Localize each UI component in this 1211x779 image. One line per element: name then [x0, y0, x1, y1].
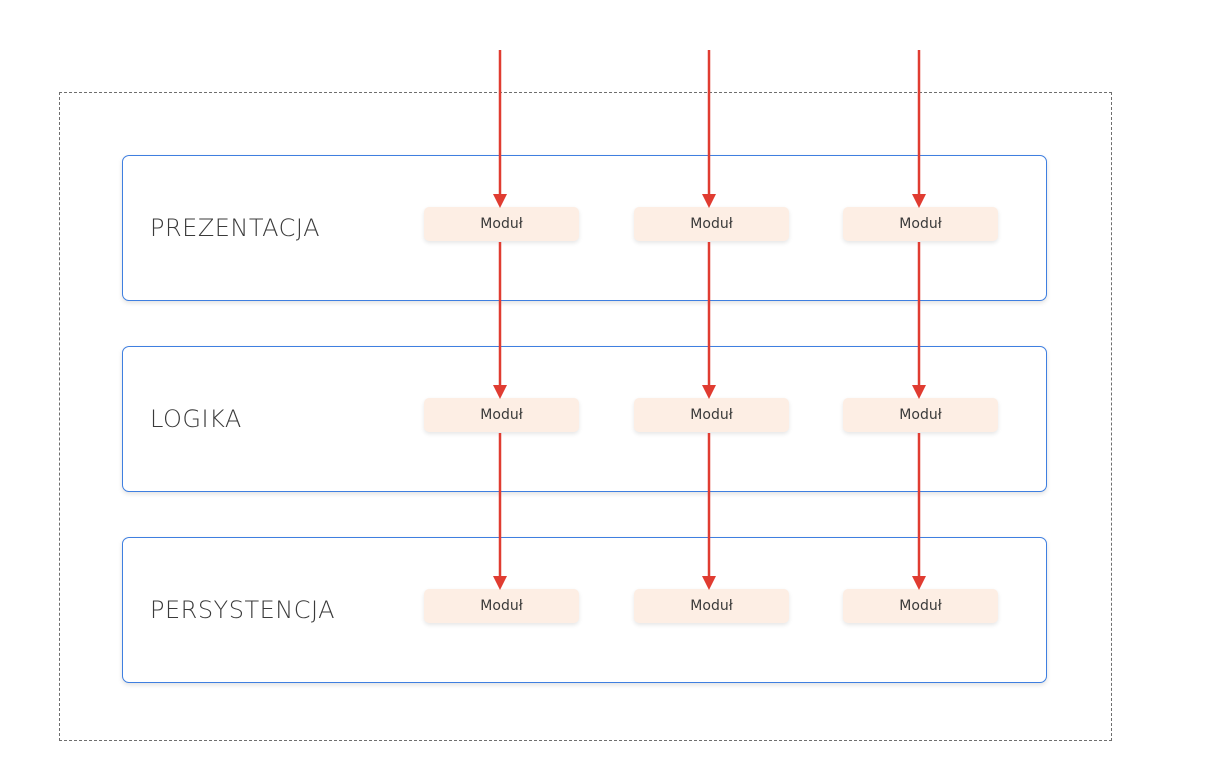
layer-label: LOGIKA	[150, 405, 242, 433]
layer-prezentacja: PREZENTACJA Moduł Moduł Moduł	[122, 155, 1047, 301]
module-box: Moduł	[843, 207, 998, 241]
module-box: Moduł	[424, 398, 579, 432]
layer-logika: LOGIKA Moduł Moduł Moduł	[122, 346, 1047, 492]
module-box: Moduł	[634, 207, 789, 241]
layer-label: PERSYSTENCJA	[150, 596, 336, 624]
module-box: Moduł	[634, 589, 789, 623]
module-box: Moduł	[634, 398, 789, 432]
layer-persystencja: PERSYSTENCJA Moduł Moduł Moduł	[122, 537, 1047, 683]
system-boundary	[59, 92, 1112, 741]
module-box: Moduł	[424, 589, 579, 623]
module-box: Moduł	[424, 207, 579, 241]
module-box: Moduł	[843, 589, 998, 623]
module-box: Moduł	[843, 398, 998, 432]
layer-label: PREZENTACJA	[150, 214, 320, 242]
